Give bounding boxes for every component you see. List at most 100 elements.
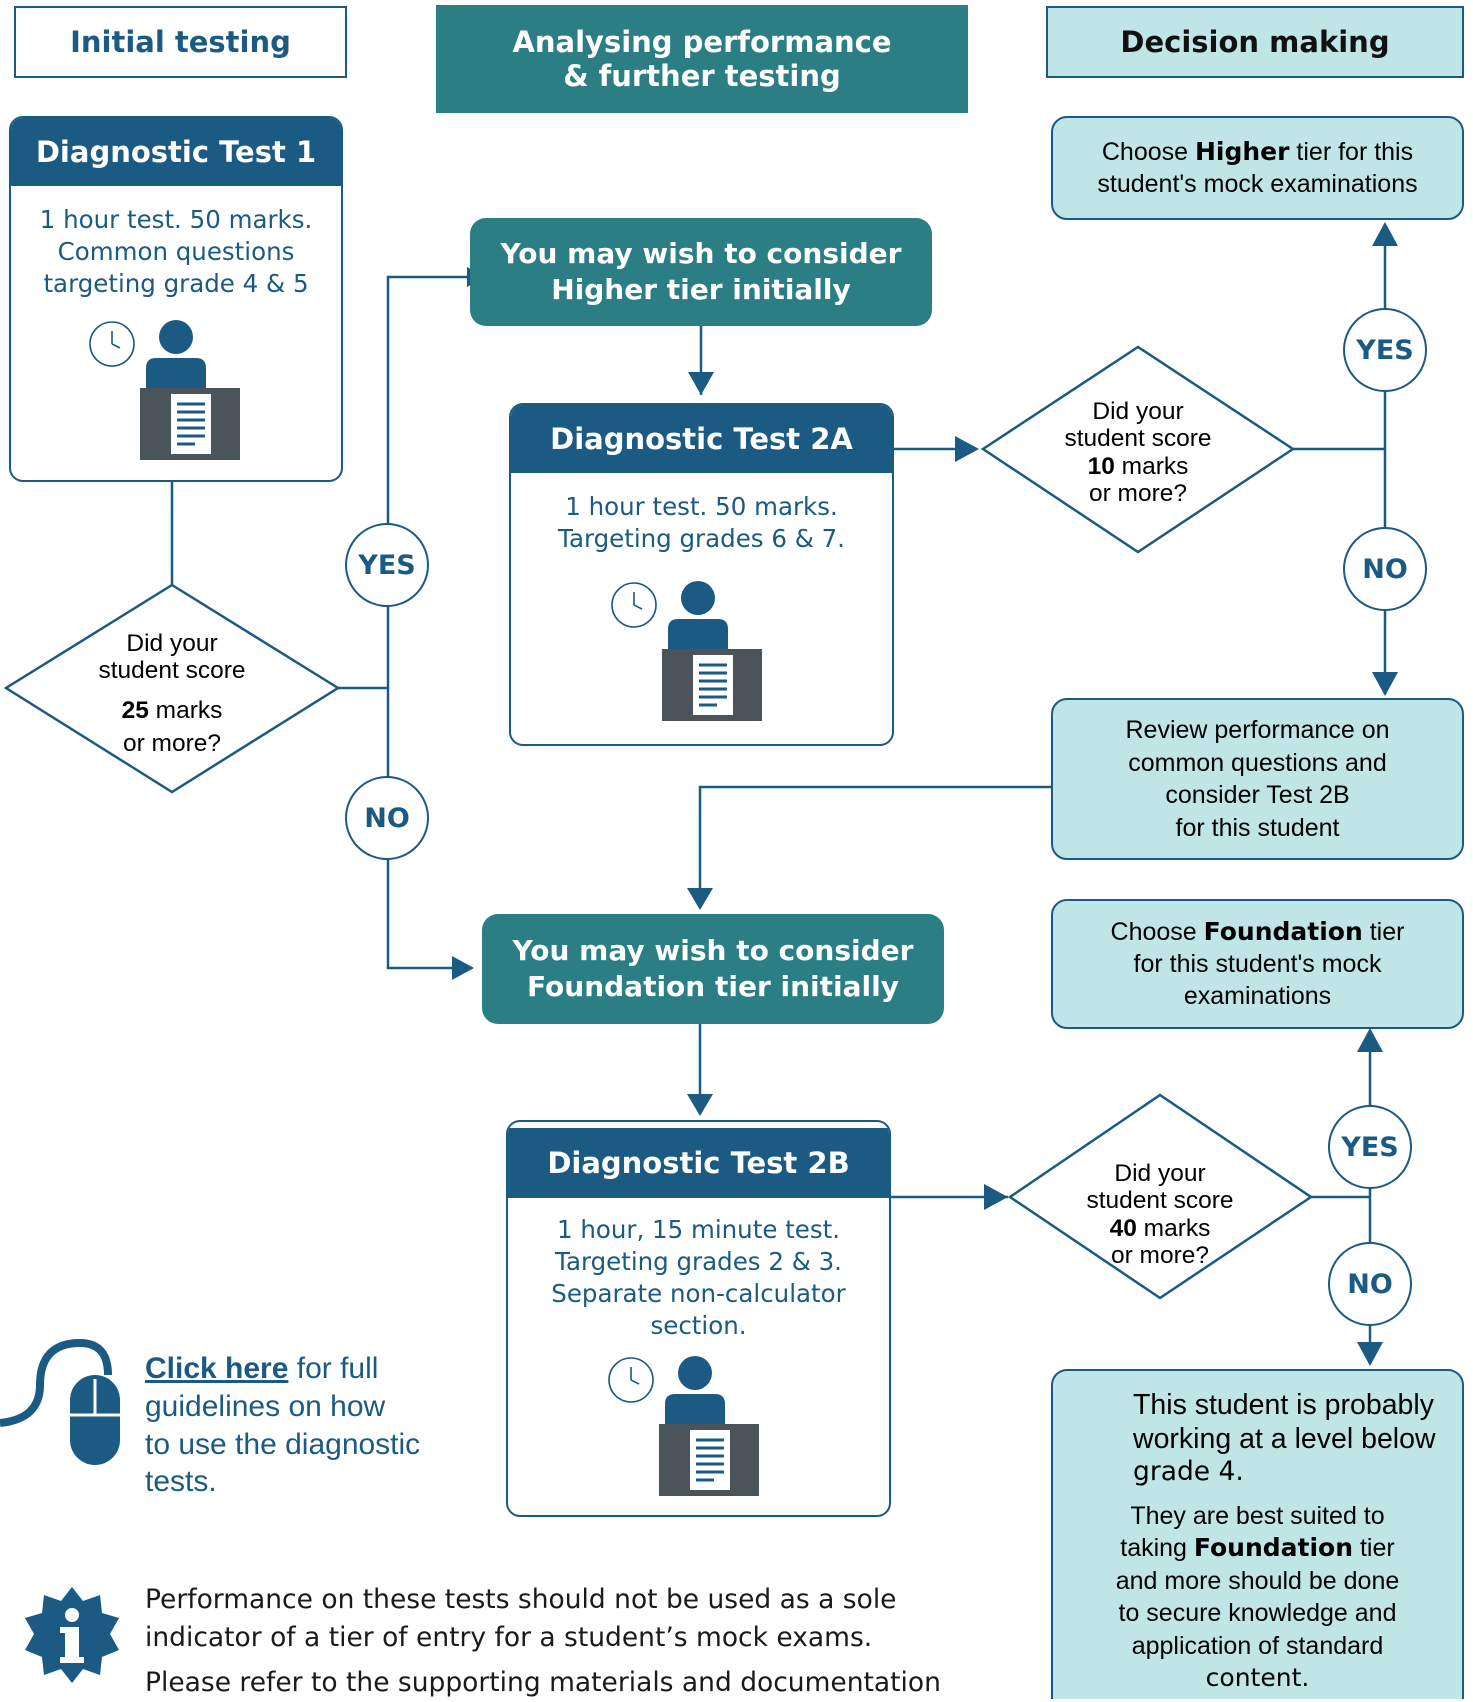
below-line6: and more should be done xyxy=(1115,1566,1400,1595)
test2a-description: 1 hour test. 50 marks. Targeting grades … xyxy=(511,491,892,555)
diagnostic-test-2a-card: Diagnostic Test 2A 1 hour test. 50 marks… xyxy=(509,403,894,746)
student-desk-icon xyxy=(89,320,240,460)
below-line5-tier: Foundation xyxy=(1193,1533,1354,1563)
higher-consider-line1: You may wish to consider xyxy=(500,236,902,270)
review-line1: Review performance on xyxy=(1125,716,1390,744)
below-line9: content. xyxy=(1205,1663,1310,1693)
test1-title: Diagnostic Test 1 xyxy=(11,118,341,186)
guidelines-line2: guidelines on how xyxy=(145,1389,386,1423)
test1-description: 1 hour test. 50 marks. Common questions … xyxy=(11,204,341,300)
decision3-line2: student score xyxy=(1086,1187,1234,1215)
below-line1: This student is probably xyxy=(1133,1389,1434,1421)
click-here-link[interactable]: Click here xyxy=(145,1352,289,1385)
decision2-line2: student score xyxy=(1064,425,1212,453)
decision-1-text: Did your student score 25 marks or more? xyxy=(62,630,282,758)
guidelines-text: Click here for full guidelines on how to… xyxy=(145,1350,465,1501)
below-line5-post: tier xyxy=(1353,1534,1395,1563)
choose-higher-line1: Choose Higher tier for this xyxy=(1102,136,1413,168)
choose-higher-tier: Higher xyxy=(1194,137,1290,166)
decision2-score-line: 10 marks xyxy=(1028,453,1248,480)
mouse-icon xyxy=(0,1338,120,1465)
info-note-text: Performance on these tests should not be… xyxy=(145,1581,975,1702)
choose-higher-box: Choose Higher tier for this student's mo… xyxy=(1051,116,1464,220)
below-line3: grade 4. xyxy=(1133,1456,1244,1488)
test2a-line2: Targeting grades 6 & 7. xyxy=(558,523,845,553)
below-line5: taking Foundation tier xyxy=(1116,1532,1400,1565)
decision3-line4: or more? xyxy=(1110,1242,1210,1270)
below-grade-lead: This student is probably working at a le… xyxy=(1053,1389,1436,1488)
info-line1: Performance on these tests should not be… xyxy=(145,1584,897,1615)
decision1-score-line: 25 marks xyxy=(62,697,282,724)
foundation-consider-line1: You may wish to consider xyxy=(512,933,914,967)
header-analysing-line1: Analysing performance xyxy=(512,24,892,59)
no-badge-2-label: NO xyxy=(1362,553,1408,585)
yes-badge-2-label: YES xyxy=(1356,334,1414,366)
no-badge-1: NO xyxy=(345,776,429,860)
choose-foundation-box: Choose Foundation tier for this student'… xyxy=(1051,899,1464,1029)
review-line4: for this student xyxy=(1175,813,1340,842)
guidelines-line1: Click here for full xyxy=(145,1350,465,1388)
below-line4: They are best suited to xyxy=(1130,1501,1385,1530)
clock-icon xyxy=(89,321,135,367)
test2b-title: Diagnostic Test 2B xyxy=(508,1128,889,1198)
info-line3: Please refer to the supporting materials… xyxy=(145,1667,941,1699)
no-badge-1-label: NO xyxy=(364,802,410,834)
clock-icon xyxy=(611,582,657,628)
below-line7: to secure knowledge and xyxy=(1118,1599,1397,1628)
yes-badge-3-label: YES xyxy=(1341,1131,1399,1163)
yes-badge-3: YES xyxy=(1328,1105,1412,1189)
test2b-line1: 1 hour, 15 minute test. xyxy=(556,1215,841,1244)
header-decision-label: Decision making xyxy=(1120,24,1390,59)
higher-consider-line2: Higher tier initially xyxy=(551,273,851,306)
diagnostic-test-2b-card: Diagnostic Test 2B 1 hour, 15 minute tes… xyxy=(506,1120,891,1517)
decision1-score: 25 xyxy=(121,696,149,724)
clock-icon xyxy=(608,1357,654,1403)
decision-2-text: Did your student score 10 marks or more? xyxy=(1028,398,1248,508)
choose-higher-post: tier for this xyxy=(1289,138,1414,166)
test2a-title: Diagnostic Test 2A xyxy=(511,405,892,473)
no-badge-2: NO xyxy=(1343,527,1427,611)
diagnostic-test-1-card: Diagnostic Test 1 1 hour test. 50 marks.… xyxy=(9,116,343,482)
decision-3-text: Did your student score 40 marks or more? xyxy=(1050,1160,1270,1270)
test1-line3: targeting grade 4 & 5 xyxy=(43,268,309,298)
info-icon xyxy=(25,1587,119,1683)
no-badge-3: NO xyxy=(1328,1242,1412,1326)
below-grade-detail: They are best suited to taking Foundatio… xyxy=(1116,1500,1400,1695)
higher-tier-consider-box: You may wish to consider Higher tier ini… xyxy=(470,218,932,326)
decision-diamond-3 xyxy=(1007,1093,1314,1300)
guidelines-line3: to use the diagnostic xyxy=(145,1427,421,1461)
below-grade-4-box: This student is probably working at a le… xyxy=(1051,1369,1464,1699)
header-decision-making: Decision making xyxy=(1046,6,1464,78)
student-desk-icon xyxy=(611,581,762,721)
decision-diamond-2 xyxy=(980,345,1296,554)
test2a-line1: 1 hour test. 50 marks. xyxy=(565,492,838,521)
header-analysing-line2: & further testing xyxy=(563,59,841,93)
yes-badge-1: YES xyxy=(345,523,429,607)
choose-higher-pre: Choose xyxy=(1101,138,1195,166)
decision3-score: 40 xyxy=(1109,1214,1137,1242)
decision2-line1: Did your xyxy=(1092,398,1184,425)
choose-foundation-pre: Choose xyxy=(1110,918,1204,946)
no-badge-3-label: NO xyxy=(1347,1268,1393,1300)
guidelines-rest1: for full xyxy=(288,1352,379,1385)
decision3-line1: Did your xyxy=(1114,1160,1206,1187)
guidelines-line4: tests. xyxy=(145,1465,217,1499)
decision2-marks: marks xyxy=(1114,452,1189,480)
yes-badge-1-label: YES xyxy=(358,549,416,581)
test2b-line2: Targeting grades 2 & 3. xyxy=(555,1246,842,1276)
below-line5-pre: taking xyxy=(1120,1534,1194,1563)
choose-foundation-post: tier xyxy=(1362,918,1405,946)
choose-foundation-line2: for this student's mock xyxy=(1133,950,1382,978)
below-line8: application of standard xyxy=(1131,1631,1384,1660)
decision1-line2: student score xyxy=(98,657,246,685)
test1-line1: 1 hour test. 50 marks. xyxy=(39,205,313,234)
header-initial-testing: Initial testing xyxy=(14,6,347,78)
choose-foundation-tier: Foundation xyxy=(1203,917,1363,946)
foundation-consider-line2: Foundation tier initially xyxy=(527,970,899,1003)
yes-badge-2: YES xyxy=(1343,308,1427,392)
review-performance-box: Review performance on common questions a… xyxy=(1051,698,1464,860)
review-line3: consider Test 2B xyxy=(1165,781,1350,809)
test2b-line4: section. xyxy=(650,1310,747,1340)
choose-foundation-line3: examinations xyxy=(1183,982,1332,1010)
